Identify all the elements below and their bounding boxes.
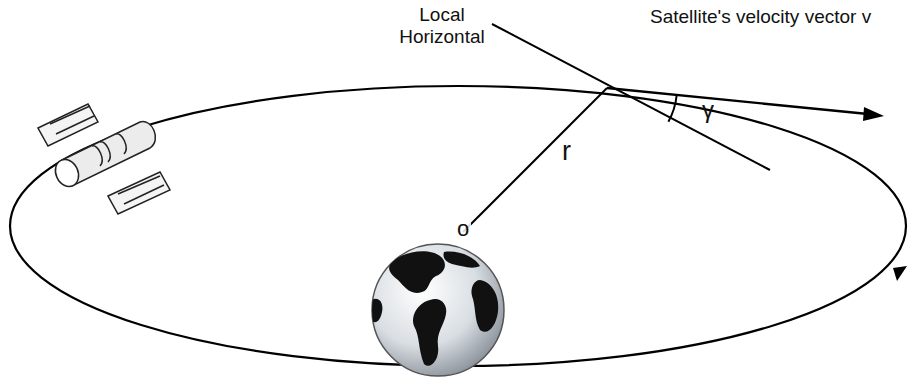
- radius-label: r: [562, 136, 571, 167]
- satellite-icon: [38, 104, 170, 214]
- horizontal-label: Local Horizontal: [392, 4, 492, 48]
- velocity-arrowhead: [863, 107, 884, 121]
- center-label: o: [455, 216, 471, 241]
- local-horizontal-line: [492, 24, 770, 170]
- orbit-arrowhead: [893, 266, 907, 281]
- velocity-vector: [607, 88, 868, 114]
- angle-label: γ: [702, 96, 714, 124]
- radius-line: [463, 88, 607, 232]
- gamma-arc: [668, 95, 676, 122]
- earth-globe: [369, 244, 504, 376]
- velocity-label: Satellite's velocity vector v: [650, 6, 880, 28]
